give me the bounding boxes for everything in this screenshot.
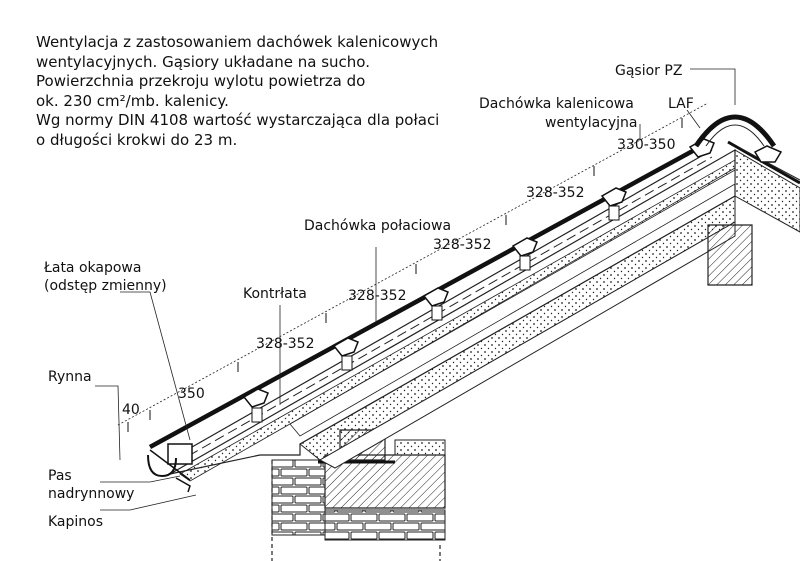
dimension-line	[117, 102, 709, 432]
description-line: Powierzchnia przekroju wylotu powietrza …	[36, 72, 366, 90]
batten-clip	[600, 187, 627, 207]
dimension-328-352: 328-352	[433, 237, 492, 253]
drip-edge	[175, 477, 191, 493]
label-gutter-flashing: nadrynnowy	[48, 486, 134, 502]
batten	[251, 407, 263, 423]
leader-lines	[95, 68, 736, 511]
ridge-structure	[707, 140, 800, 286]
batten	[519, 255, 531, 271]
gutter	[147, 449, 191, 493]
dimension-328-352: 328-352	[256, 336, 315, 352]
label-laf: LAF	[668, 96, 694, 112]
dimension-328-352: 328-352	[348, 288, 407, 304]
gutter-flashing	[149, 449, 191, 481]
dimension-328-352: 328-352	[526, 185, 585, 201]
batten-clip	[511, 237, 538, 257]
description-text: Wentylacja z zastosowaniem dachówek kale…	[36, 33, 439, 150]
ridge-cap	[693, 114, 783, 163]
label-gutter: Rynna	[48, 369, 92, 385]
dimension-40: 40	[122, 402, 140, 418]
batten-clip	[422, 287, 449, 307]
label-roof-tile: Dachówka połaciowa	[304, 218, 451, 234]
batten	[431, 305, 443, 321]
description-line: ok. 230 cm²/mb. kalenicy.	[36, 91, 229, 110]
label-drip-edge: Kapinos	[48, 514, 103, 530]
label-eaves-batten: (odstęp zmienny)	[44, 278, 167, 294]
label-eaves-batten: Łata okapowa	[43, 260, 141, 276]
dimension-330-350: 330-350	[617, 137, 676, 153]
label-ventilated-ridge-tile: wentylacyjna	[545, 115, 638, 131]
batten	[341, 355, 353, 371]
tile-battens	[167, 138, 715, 465]
description-line: Wg normy DIN 4108 wartość wystarczająca …	[36, 111, 440, 129]
label-ridge-cap: Gąsior PZ	[615, 63, 682, 79]
description-line: wentylacyjnych. Gąsiory układane na such…	[36, 52, 370, 71]
label-counter-batten: Kontrłata	[243, 286, 307, 302]
description-line: Wentylacja z zastosowaniem dachówek kale…	[36, 33, 439, 51]
underlay-membrane	[175, 156, 713, 464]
label-ventilated-ridge-tile: Dachówka kalenicowa	[479, 96, 634, 112]
brick-wall	[271, 459, 446, 561]
description-line: o długości krokwi do 23 m.	[36, 130, 238, 149]
label-gutter-flashing: Pas	[48, 468, 72, 484]
dimension-350: 350	[178, 386, 205, 402]
batten-clip	[332, 337, 359, 357]
batten	[608, 205, 620, 221]
rafter	[169, 148, 736, 482]
eaves-batten	[167, 443, 193, 465]
batten-clip	[242, 388, 269, 408]
